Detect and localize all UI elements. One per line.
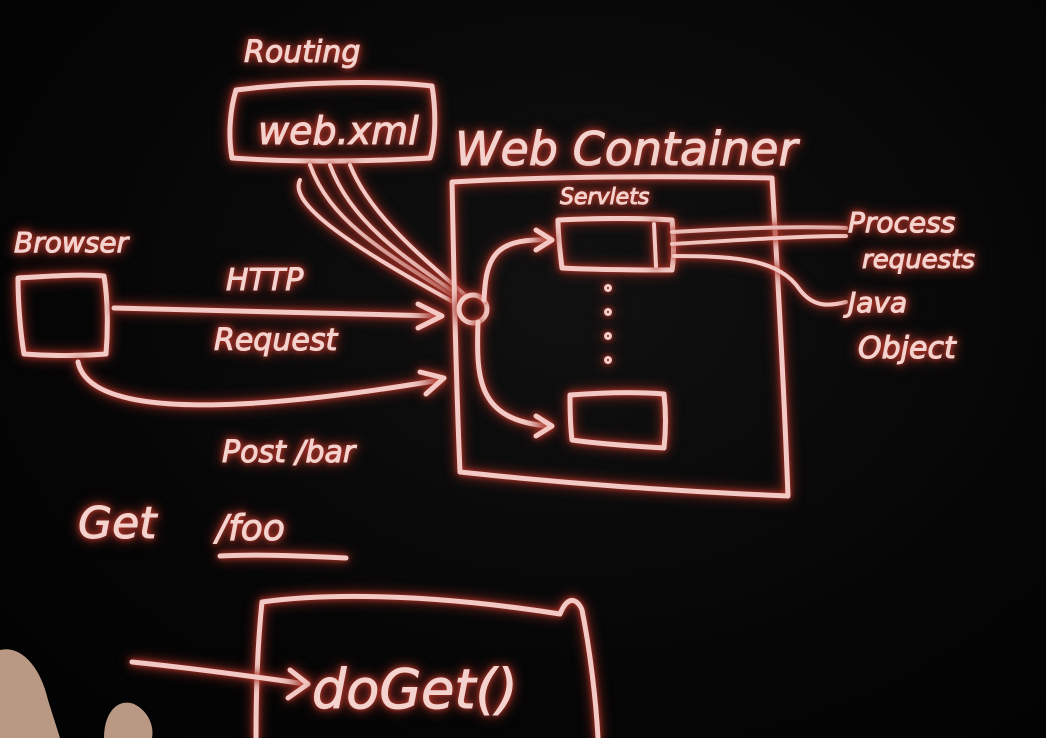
- request-label-line2: Request: [214, 323, 338, 358]
- java-label-line2: Object: [858, 331, 957, 366]
- routing-link-2: [328, 163, 465, 300]
- presenter-hand: [0, 649, 153, 738]
- request-arrow: [111, 305, 443, 319]
- get-path: /foo: [213, 508, 285, 549]
- servlet-box-top: [555, 216, 676, 273]
- dispatch-arrow-top: [481, 237, 551, 303]
- dot: [604, 356, 612, 364]
- dot: [604, 284, 612, 292]
- process-label-line2: requests: [862, 245, 975, 275]
- container-box: [449, 174, 791, 499]
- doget-arrow: [129, 659, 309, 687]
- routing-link-4: [296, 178, 457, 305]
- post-arrow-head: [417, 369, 447, 397]
- dispatch-arrow-bottom-head: [533, 413, 555, 439]
- presenter-hand-shape: [0, 649, 60, 738]
- servlet-box-top-edge: [652, 222, 658, 268]
- routing-file-label: web.xml: [258, 109, 419, 153]
- process-line: [670, 225, 848, 234]
- process-line-2: [670, 234, 848, 246]
- container-node: Web Container Servlets: [449, 122, 801, 499]
- outputs: Process requests Java Object: [670, 206, 975, 367]
- doget-arrow-head: [285, 667, 311, 701]
- request-arrow-head: [415, 301, 445, 331]
- routing-label: Routing: [244, 35, 360, 70]
- post-arrow: [75, 359, 443, 408]
- servlet-box-bottom: [567, 390, 668, 451]
- process-label-line1: Process: [848, 206, 955, 239]
- container-label: Web Container: [455, 122, 800, 176]
- dispatcher-circle: [456, 292, 490, 326]
- dispatch-arrow-top-head: [533, 227, 555, 253]
- browser-box: [15, 272, 110, 358]
- doget-box: [253, 593, 601, 738]
- java-label-line1: Java: [843, 286, 907, 319]
- dispatch-arrow-bottom: [475, 319, 551, 429]
- dot: [604, 308, 612, 316]
- routing-box: [227, 80, 438, 164]
- browser-node: Browser: [14, 226, 130, 358]
- routing-link-1: [308, 163, 462, 302]
- ellipsis-dots: [604, 284, 612, 364]
- get-label: Get: [78, 498, 158, 549]
- presenter-finger: [104, 702, 153, 738]
- servlets-label: Servlets: [560, 185, 649, 210]
- java-line: [672, 254, 848, 307]
- doget-node: doGet(): [129, 593, 601, 738]
- doget-label: doGet(): [312, 658, 518, 721]
- get-request: Get /foo: [78, 498, 349, 561]
- routing-node: Routing web.xml: [227, 35, 438, 164]
- browser-label: Browser: [14, 226, 130, 259]
- routing-links: [296, 163, 468, 305]
- post-label: Post /bar: [222, 435, 357, 470]
- routing-link-3: [348, 163, 468, 298]
- get-path-underline: [217, 552, 349, 561]
- request-label-line1: HTTP: [226, 263, 304, 298]
- dot: [604, 332, 612, 340]
- http-request: HTTP Request Post /bar: [75, 263, 447, 471]
